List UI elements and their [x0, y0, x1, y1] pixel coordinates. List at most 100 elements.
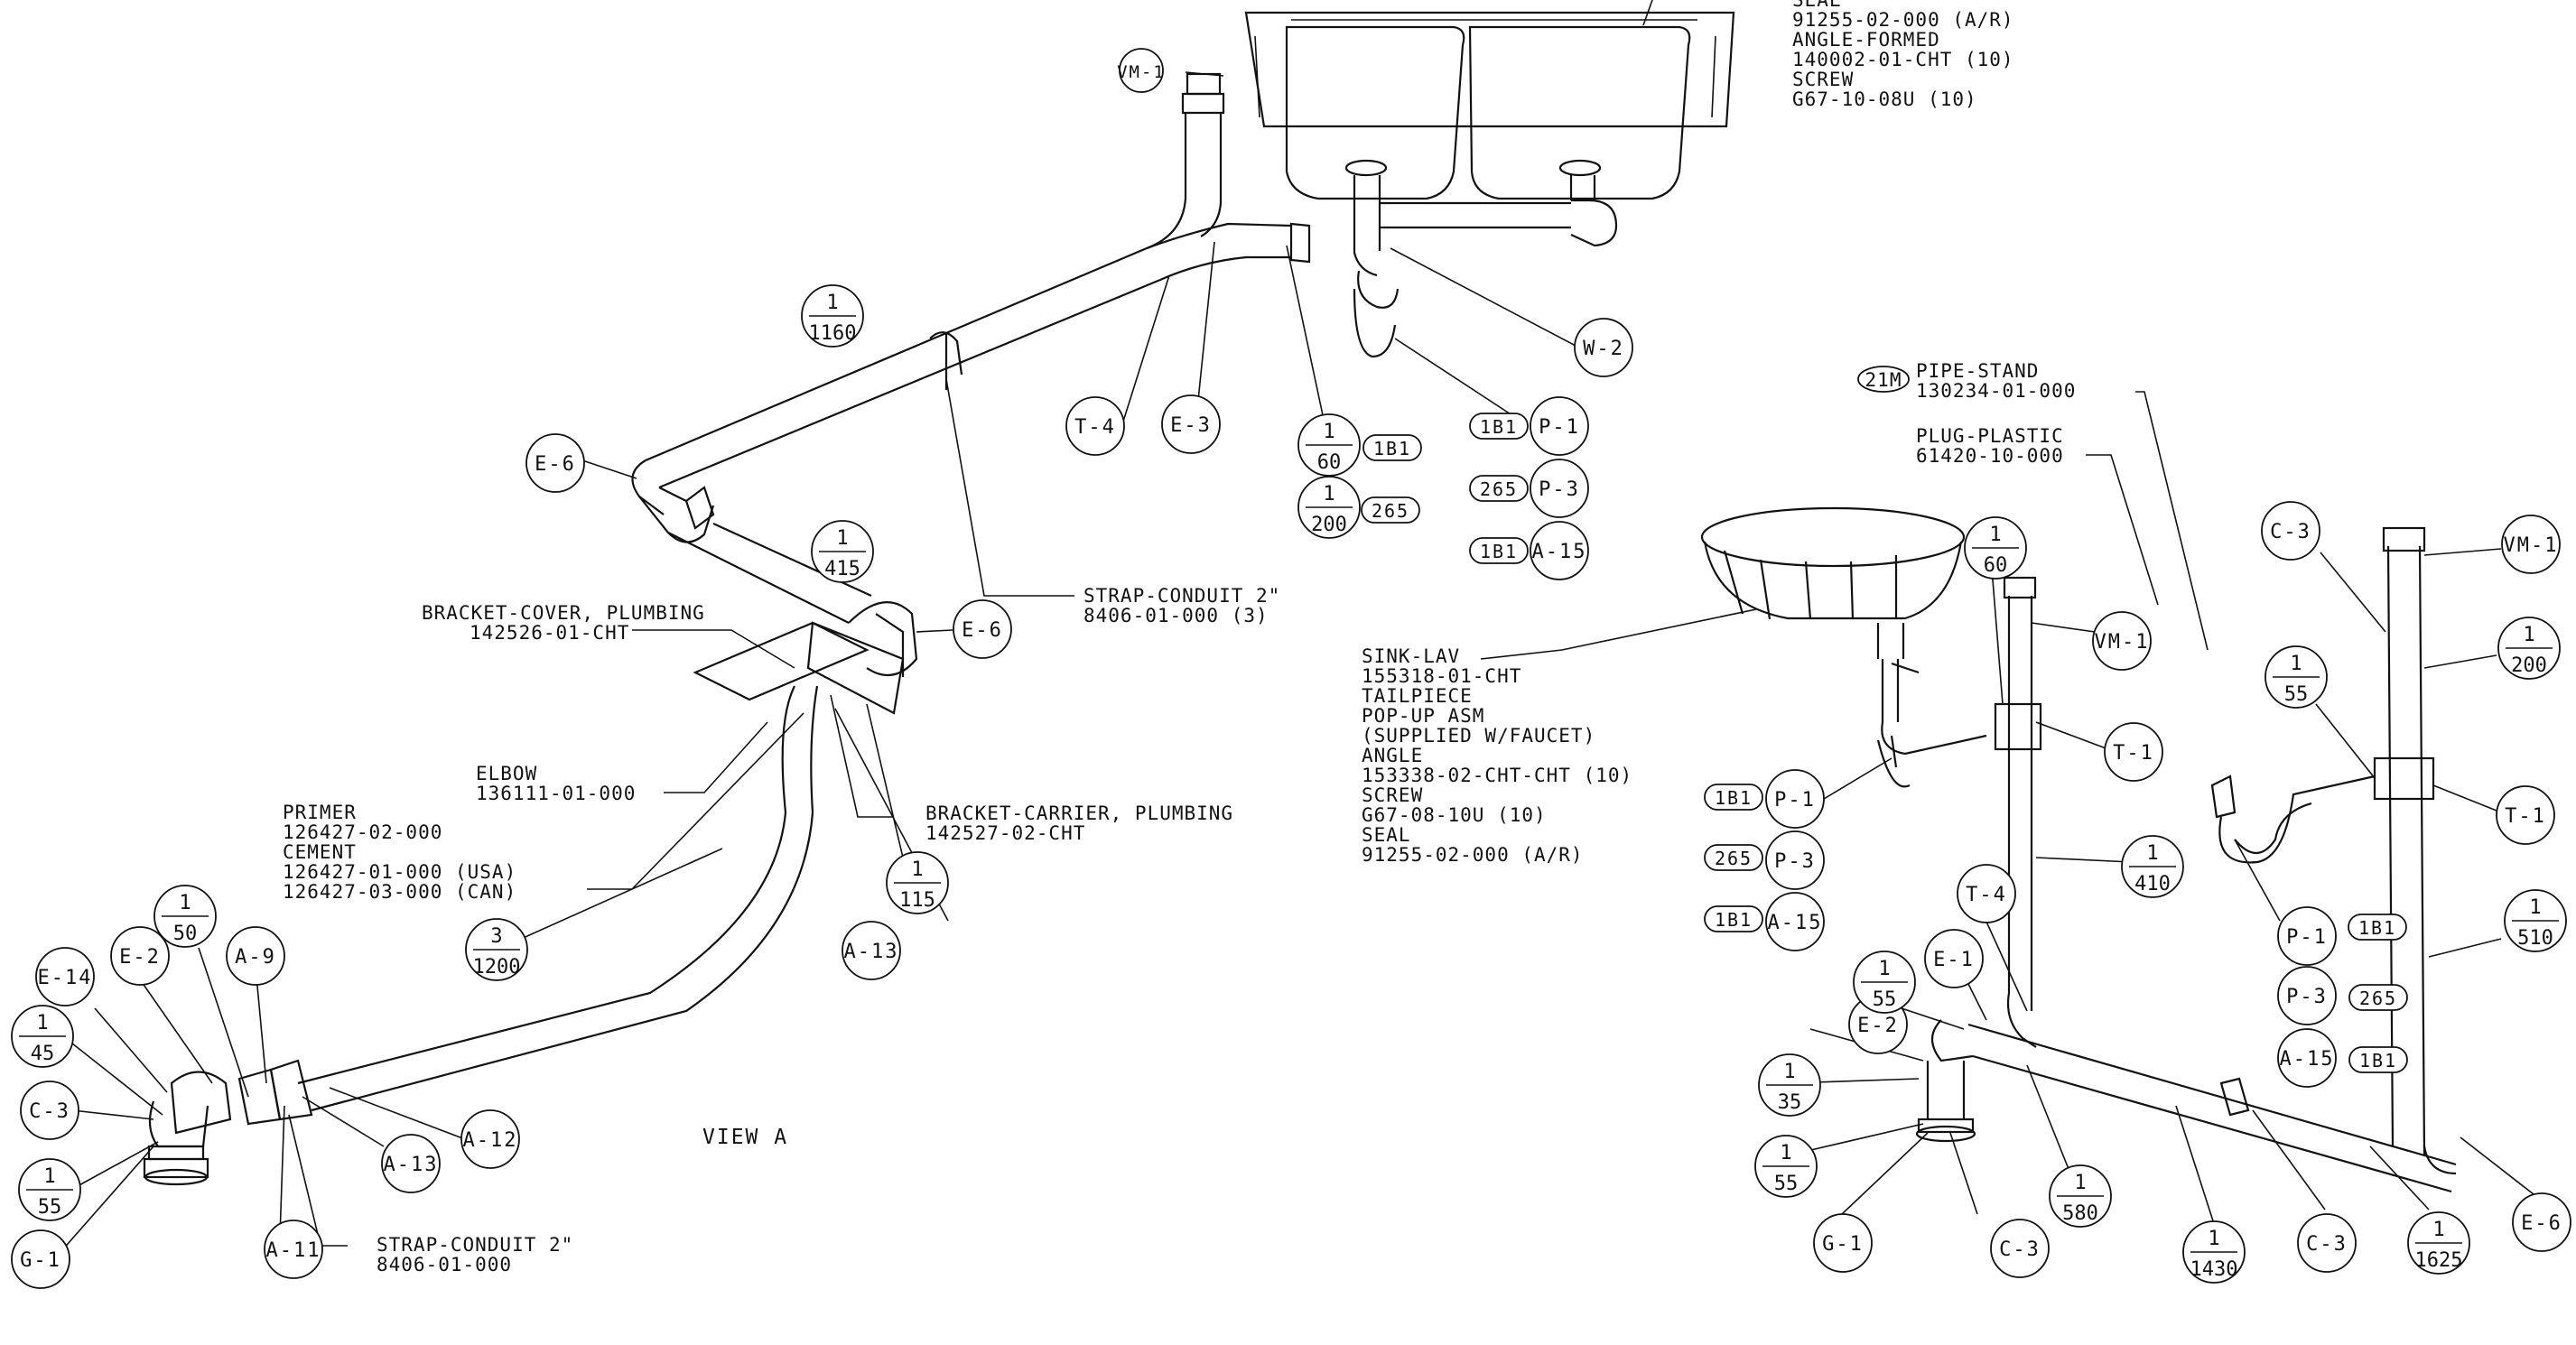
balloon-label-p3_a: P-3 [1539, 478, 1580, 501]
fraction-den-f60_a: 60 [1317, 451, 1342, 474]
balloon-t1_a [2104, 722, 2163, 782]
fraction-den-f1430: 1430 [2190, 1258, 2238, 1281]
balloon-c3_b [1990, 1219, 2050, 1278]
note-plug-plastic: PLUG-PLASTIC 61420-10-000 [1916, 425, 2076, 467]
balloon-label-e6_b: E-6 [962, 619, 1003, 642]
balloon-label-e1: E-1 [1933, 949, 1975, 971]
balloon-label-a12: A-12 [463, 1129, 518, 1152]
fraction-num-f200_a: 1 [1323, 483, 1334, 506]
fraction-num-f60_a: 1 [1323, 421, 1334, 443]
tag-p3_a [1469, 475, 1529, 502]
balloon-vm1_a [1119, 48, 1164, 93]
tag-label-p3_a: 265 [1480, 478, 1518, 500]
note-strap-conduit-bottom: STRAP-CONDUIT 2" 8406-01-000 [377, 1234, 586, 1275]
balloon-label-c3_c: C-3 [2306, 1233, 2348, 1256]
tag-label-f60_a: 1B1 [1373, 438, 1411, 459]
fraction-den-f50: 50 [173, 923, 198, 945]
balloon-vm1_c [2501, 515, 2561, 574]
tag-label-p1_b: 1B1 [1715, 787, 1753, 809]
balloon-a13_a [842, 921, 901, 980]
fraction-den-f115: 115 [899, 889, 935, 912]
balloon-label-c3_b: C-3 [1999, 1238, 2041, 1261]
fraction-num-f45: 1 [36, 1012, 48, 1034]
leader-lines [53, 71, 2543, 1260]
tag-p1_b [1704, 784, 1763, 811]
tag-label-p1_a: 1B1 [1480, 416, 1518, 438]
balloon-label-a15_b: A-15 [1768, 912, 1823, 934]
tag-label-f200_a: 265 [1372, 500, 1409, 522]
fraction-num-f1160: 1 [826, 292, 838, 314]
fraction-num-f1430: 1 [2208, 1228, 2219, 1250]
view-label: VIEW A [702, 1126, 788, 1149]
balloon-label-e6_c: E-6 [2521, 1212, 2562, 1235]
balloon-c3_c [2297, 1213, 2357, 1273]
fraction-num-f55_c: 1 [1780, 1142, 1791, 1164]
fraction-num-f415: 1 [836, 527, 848, 550]
balloon-label-e2_a: E-2 [119, 946, 161, 969]
balloon-label-e14: E-14 [38, 967, 93, 989]
balloon-w2 [1574, 318, 1633, 377]
balloon-a15_b [1765, 892, 1825, 951]
fraction-den-f510: 510 [2517, 927, 2553, 950]
tag-label-p1_c: 1B1 [2358, 917, 2396, 939]
fraction-den-f55_b: 55 [1873, 988, 1897, 1011]
balloon-e6_c [2512, 1192, 2571, 1252]
fraction-den-f200_a: 200 [1311, 514, 1347, 536]
fraction-num-f50: 1 [179, 892, 191, 914]
fraction-den-f415: 415 [824, 558, 860, 580]
fraction-num-f35: 1 [1783, 1061, 1795, 1083]
fraction-num-f1200: 3 [490, 925, 502, 948]
note-sink-top: SEAL 91255-02-000 (A/R) ANGLE-FORMED 140… [1792, 0, 2026, 110]
balloon-label-t4_a: T-4 [1074, 416, 1116, 439]
double-sink-drawing [1244, 0, 1735, 358]
note-elbow: ELBOW 136111-01-000 [476, 763, 636, 804]
balloon-a12 [460, 1109, 520, 1169]
balloon-label-c3_d: C-3 [2270, 521, 2311, 543]
fraction-num-f55_a: 1 [43, 1165, 55, 1188]
balloon-p1_a [1530, 396, 1589, 456]
fraction-den-f580: 580 [2062, 1202, 2098, 1225]
balloon-label-e6_a: E-6 [535, 453, 576, 476]
balloon-label-vm1_b: VM-1 [2095, 631, 2150, 654]
fraction-num-f1625: 1 [2432, 1219, 2444, 1241]
balloon-t1_b [2496, 785, 2555, 845]
balloon-g1_a [11, 1229, 70, 1289]
tag-p3_c [2348, 984, 2408, 1011]
balloon-c3_d [2261, 501, 2320, 561]
fraction-num-f580: 1 [2074, 1172, 2086, 1194]
note-primer: PRIMER 126427-02-000 CEMENT 126427-01-00… [283, 802, 529, 903]
balloon-p1_c [2277, 906, 2337, 966]
balloon-label-t1_a: T-1 [2113, 742, 2154, 765]
fraction-num-f510: 1 [2529, 896, 2541, 919]
note-bracket-carrier: BRACKET-CARRIER, PLUMBING 142527-02-CHT [925, 802, 1246, 844]
balloon-label-a15_c: A-15 [2280, 1048, 2335, 1071]
fraction-den-f410: 410 [2134, 873, 2171, 895]
tag-label-a15_a: 1B1 [1480, 541, 1518, 562]
fraction-den-f55_a: 55 [38, 1196, 62, 1219]
balloon-e14 [35, 947, 95, 1006]
fraction-den-f55_c: 55 [1774, 1173, 1799, 1195]
note-sink-lav: SINK-LAV 155318-01-CHT TAILPIECE POP-UP … [1362, 645, 1645, 866]
tag-a15_b [1704, 905, 1763, 932]
balloon-a11 [264, 1220, 323, 1279]
note-bracket-cover: BRACKET-COVER, PLUMBING 142526-01-CHT [422, 602, 717, 644]
balloon-g1_b [1813, 1213, 1873, 1273]
balloon-a13_b [381, 1134, 441, 1193]
fraction-den-f1200: 1200 [473, 956, 521, 979]
balloon-a15_c [2277, 1028, 2337, 1088]
tag-p3_b [1704, 844, 1763, 871]
text-notes: SEAL 91255-02-000 (A/R) ANGLE-FORMED 140… [283, 0, 2076, 1275]
balloon-p3_a [1530, 459, 1589, 518]
balloon-a9 [226, 926, 285, 986]
balloon-e1 [1924, 929, 1984, 988]
balloon-label-e3: E-3 [1170, 414, 1212, 437]
left-pipe-run [143, 72, 1311, 1186]
fraction-num-f55_b: 1 [1878, 958, 1890, 980]
balloon-p3_c [2277, 966, 2337, 1025]
fraction-den-f200_b: 200 [2511, 654, 2547, 677]
tag-f200_a [1361, 496, 1420, 524]
pipe-stand-tag-text: 21M [1865, 369, 1902, 391]
balloon-t4_a [1065, 396, 1125, 456]
note-pipe-stand: PIPE-STAND 130234-01-000 [1916, 360, 2076, 402]
fraction-num-f60_b: 1 [1989, 524, 2001, 546]
